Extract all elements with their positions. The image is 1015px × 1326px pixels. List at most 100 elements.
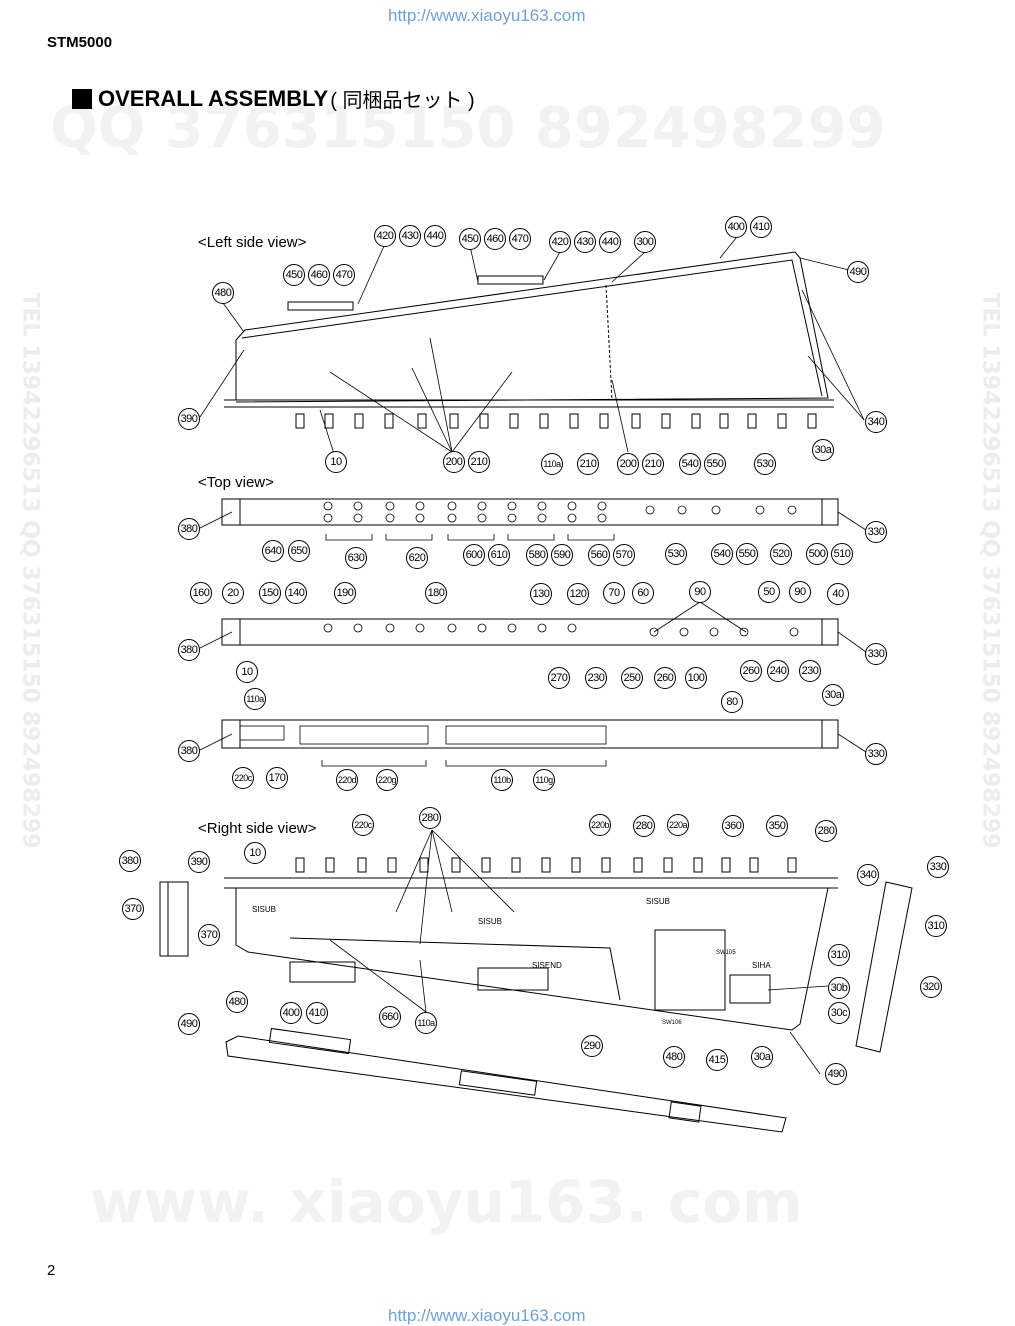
callout: 10 [325,451,347,473]
callout: 530 [665,543,687,565]
callout: 660 [379,1006,401,1028]
callout: 460 [484,228,506,250]
callout: 410 [306,1002,328,1024]
callout: 90 [789,581,811,603]
title-square-icon [72,88,92,109]
callout: 450 [283,264,305,286]
callout: 400 [725,216,747,238]
left-view-knobs [295,413,817,429]
callout: 220c [232,767,254,789]
callout: 280 [633,815,655,837]
callout: 640 [262,540,284,562]
callout: 10 [244,842,266,864]
callout: 540 [679,453,701,475]
callout: 110a [244,688,266,710]
callout: 390 [188,851,210,873]
callout: 40 [827,583,849,605]
callout: 310 [828,944,850,966]
callout: 490 [178,1013,200,1035]
callout: 150 [259,582,281,604]
callout: 20 [222,582,244,604]
callout: 220c [352,814,374,836]
callout: 30c [828,1002,850,1024]
callout: 340 [865,411,887,433]
callout: 240 [767,660,789,682]
left-side-chassis [224,251,834,408]
callout: 220d [336,769,358,791]
callout: 140 [285,582,307,604]
callout: 440 [424,225,446,247]
callout: 280 [815,820,837,842]
callout: 480 [226,991,248,1013]
callout: 110g [533,769,555,791]
callout: 590 [551,544,573,566]
callout: 60 [632,582,654,604]
callout: 330 [927,856,949,878]
callout: 340 [857,864,879,886]
callout: 310 [925,915,947,937]
pcb-label-sw105: SW105 [716,950,736,956]
callout: 110a [541,453,563,475]
callout: 380 [178,639,200,661]
callout: 130 [530,583,552,605]
callout: 500 [806,543,828,565]
callout: 180 [425,582,447,604]
callout: 110b [491,769,513,791]
side-bracket-right [855,881,913,1053]
callout: 380 [119,850,141,872]
callout: 430 [574,231,596,253]
left-view-label: <Left side view> [198,234,307,251]
callout: 200 [617,453,639,475]
callout: 420 [549,231,571,253]
side-bracket-left [159,881,189,957]
callout: 330 [865,643,887,665]
callout: 290 [581,1035,603,1057]
callout: 110a [415,1012,437,1034]
callout: 90 [689,581,711,603]
title-text: OVERALL ASSEMBLY [98,85,329,111]
top-url[interactable]: http://www.xiaoyu163.com [388,6,586,25]
top-view-jacks [239,501,799,745]
callout: 430 [399,225,421,247]
callout: 460 [308,264,330,286]
callout: 390 [178,408,200,430]
callout: 70 [603,582,625,604]
callout: 220b [589,814,611,836]
callout: 630 [345,547,367,569]
top-view-panel-1 [221,498,839,526]
page-title: OVERALL ASSEMBLY ( 同梱品セット ) [72,84,475,113]
callout: 320 [920,976,942,998]
callout: 270 [548,667,570,689]
page-number: 2 [47,1262,56,1279]
callout: 230 [585,667,607,689]
model-name: STM5000 [47,34,113,51]
callout: 230 [799,660,821,682]
callout: 280 [419,807,441,829]
right-side-chassis [224,877,838,1031]
callout: 360 [722,815,744,837]
group-brackets [321,534,615,767]
callout: 300 [634,231,656,253]
callout: 520 [770,543,792,565]
pcb-label-sisend: SISEND [532,961,562,970]
callout: 570 [613,544,635,566]
pcb-label-sisub-2: SISUB [478,917,502,926]
callout: 370 [198,924,220,946]
callout: 650 [288,540,310,562]
callout: 530 [754,453,776,475]
callout: 50 [758,581,780,603]
callout: 490 [825,1063,847,1085]
callout: 540 [711,543,733,565]
bottom-url[interactable]: http://www.xiaoyu163.com [388,1306,586,1325]
callout: 80 [721,691,743,713]
callout: 600 [463,544,485,566]
callout: 510 [831,543,853,565]
callout: 210 [577,453,599,475]
callout: 610 [488,544,510,566]
title-japanese: ( 同梱品セット ) [330,90,475,112]
bottom-plate [225,1027,787,1133]
callout: 580 [526,544,548,566]
pcb-label-sw106: SW106 [662,1020,682,1026]
callout: 100 [685,667,707,689]
